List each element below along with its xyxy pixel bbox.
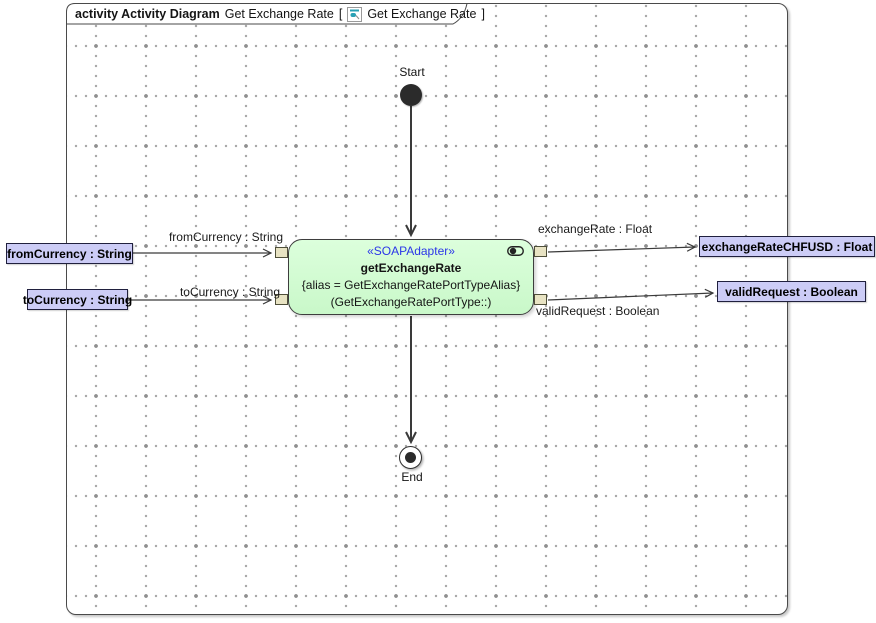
- frame-ref-name: Get Exchange Rate: [367, 7, 477, 21]
- end-node-label: End: [401, 470, 423, 484]
- action-name: getExchangeRate: [360, 261, 462, 275]
- edge-label-validrequest[interactable]: validRequest : Boolean: [536, 304, 660, 318]
- input-pin-fromcurrency[interactable]: [275, 247, 288, 258]
- frame-close-bracket: ]: [481, 7, 485, 21]
- frame-header: activity Activity Diagram Get Exchange R…: [75, 6, 485, 22]
- action-constraint: {alias = GetExchangeRatePortTypeAlias}: [301, 278, 521, 292]
- action-getexchangerate[interactable]: «SOAPAdapter» getExchangeRate {alias = G…: [288, 239, 534, 315]
- input-pin-tocurrency[interactable]: [275, 294, 288, 305]
- activity-final-dot: [405, 452, 416, 463]
- edge-label-tocurrency[interactable]: toCurrency : String: [179, 285, 280, 299]
- start-node-label: Start: [399, 65, 425, 79]
- parameter-node-exchangeratechfusd[interactable]: exchangeRateCHFUSD : Float: [699, 236, 875, 257]
- activity-final-node[interactable]: [399, 446, 422, 469]
- frame-kind-label: activity Activity Diagram: [75, 7, 220, 21]
- frame-header-tab[interactable]: [66, 3, 472, 25]
- parameter-node-fromcurrency[interactable]: fromCurrency : String: [6, 243, 133, 264]
- initial-node[interactable]: [400, 84, 422, 106]
- output-pin-exchangerate[interactable]: [534, 246, 547, 257]
- edge-label-fromcurrency[interactable]: fromCurrency : String: [168, 230, 283, 244]
- output-pin-validrequest[interactable]: [534, 294, 547, 305]
- action-stereotype: «SOAPAdapter»: [367, 244, 455, 258]
- frame-diagram-name: Get Exchange Rate: [224, 7, 334, 21]
- activity-diagram-icon: [347, 6, 363, 22]
- parameter-node-tocurrency[interactable]: toCurrency : String: [23, 289, 132, 310]
- parameter-node-validrequest[interactable]: validRequest : Boolean: [717, 281, 866, 302]
- call-operation-icon: [507, 246, 524, 256]
- edge-label-exchangerate[interactable]: exchangeRate : Float: [538, 222, 653, 236]
- frame-header-tab-shape[interactable]: [66, 3, 468, 25]
- action-port-type: (GetExchangeRatePortType::): [330, 295, 492, 309]
- frame-open-bracket: [: [338, 7, 343, 21]
